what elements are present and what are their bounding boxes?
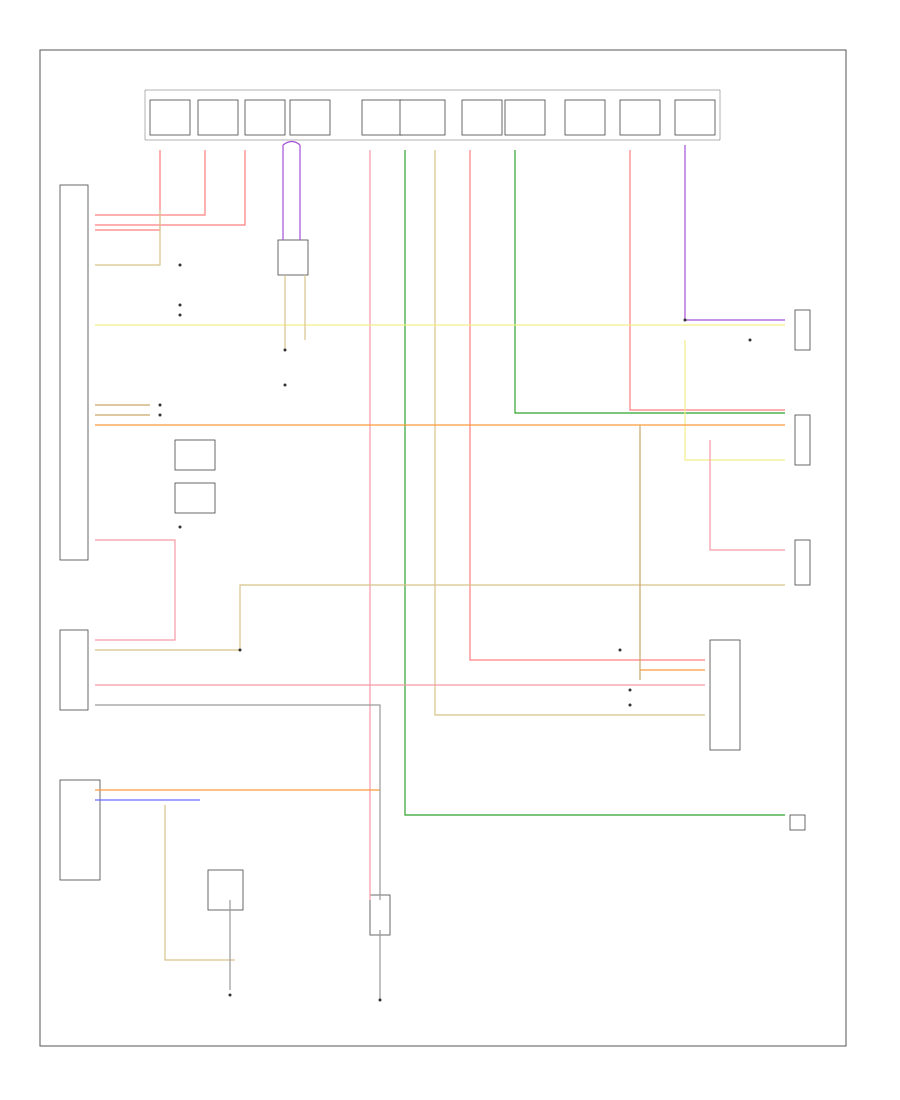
mirror-switch-1 — [174, 439, 216, 471]
right-module-4 — [789, 814, 806, 831]
fuse-box — [144, 89, 721, 141]
center-relay — [277, 239, 309, 276]
headlight-switch — [59, 629, 89, 711]
fuse-group — [149, 99, 716, 136]
right-module-1 — [794, 309, 811, 351]
left-control-module — [59, 184, 89, 561]
diagram-frame — [39, 49, 847, 1047]
right-module-2 — [794, 414, 811, 466]
lower-switch — [369, 894, 391, 936]
connection-dots — [158, 263, 752, 1002]
center-control-module — [709, 639, 741, 751]
right-module-3 — [794, 539, 811, 586]
lower-sensor — [207, 869, 244, 911]
wires — [95, 140, 785, 1000]
left-lower-module — [59, 779, 101, 881]
mirror-switch-2 — [174, 482, 216, 514]
